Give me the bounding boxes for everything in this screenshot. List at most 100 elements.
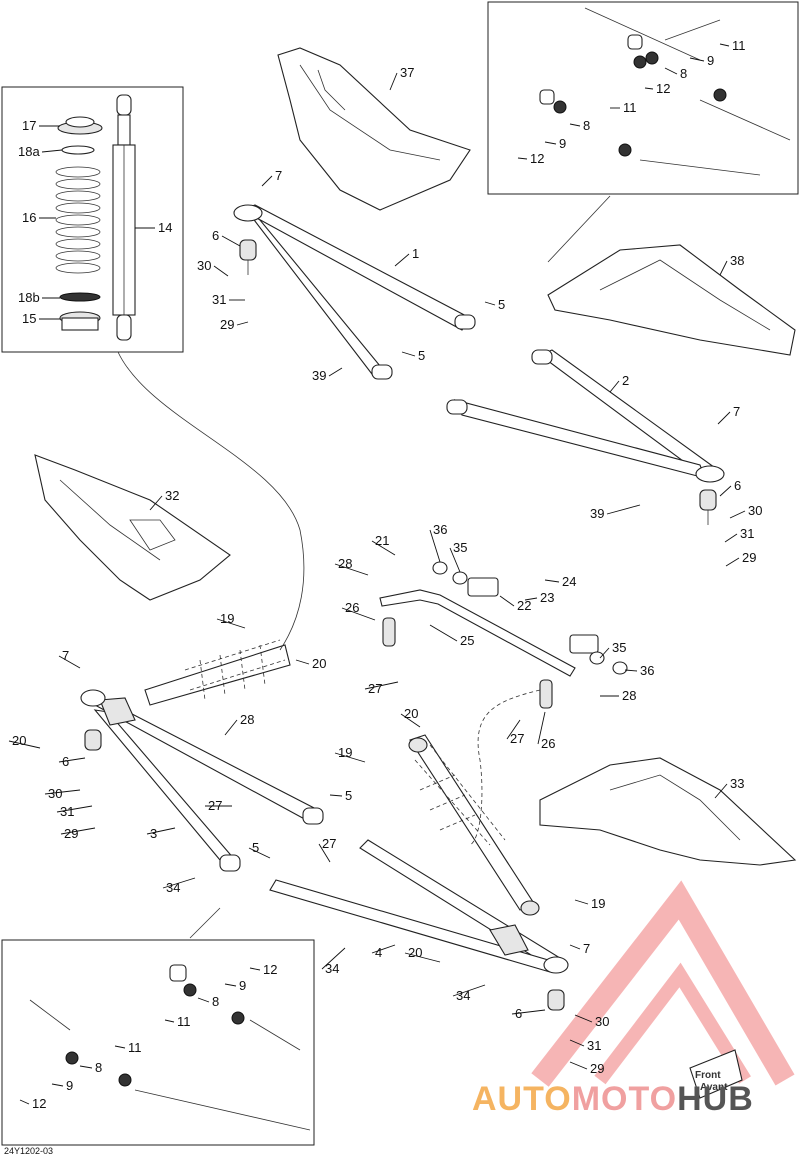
- part-label-26a: 26: [345, 600, 359, 615]
- part-label-34b: 34: [325, 961, 339, 976]
- part-label-6a: 6: [212, 228, 219, 243]
- leader-line-31d: [569, 1039, 585, 1047]
- leader-line-39b: [606, 504, 641, 515]
- part-label-26b: 26: [541, 736, 555, 751]
- spacer-18b: [59, 292, 101, 302]
- part-label-12d: 12: [32, 1096, 46, 1111]
- retainer-18a: [61, 145, 95, 155]
- leader-line-24: [544, 579, 560, 583]
- part-label-19c: 19: [591, 896, 605, 911]
- leader-line-30b: [729, 510, 746, 519]
- spring-seat-17: [57, 116, 103, 135]
- part-label-9d: 9: [66, 1078, 73, 1093]
- part-label-29d: 29: [590, 1061, 604, 1076]
- leader-line-32: [149, 495, 163, 511]
- leader-line-30c: [44, 789, 81, 795]
- leader-line-12b: [517, 157, 528, 160]
- leader-line-5a: [484, 301, 496, 306]
- leader-line-12c: [249, 967, 261, 971]
- part-label-23: 23: [540, 590, 554, 605]
- leader-line-36b: [624, 669, 638, 672]
- sway-bar-link-26-a: [382, 617, 396, 647]
- part-label-20a: 20: [312, 656, 326, 671]
- leader-line-7a: [261, 175, 273, 187]
- leader-line-7d: [569, 944, 581, 950]
- bushing-assembly-bottom: [29, 964, 311, 1131]
- part-label-8b: 8: [583, 118, 590, 133]
- part-label-34c: 34: [456, 988, 470, 1003]
- leader-line-19c: [574, 899, 589, 905]
- front-label-fr: Avant: [700, 1082, 728, 1093]
- part-label-11d: 11: [128, 1040, 142, 1055]
- leader-line-29a: [236, 321, 249, 326]
- part-label-22: 22: [517, 598, 531, 613]
- guard-37: [277, 47, 471, 211]
- leader-line-9a: [689, 57, 705, 62]
- connector-line-bottom-box: [189, 907, 221, 939]
- part-label-19a: 19: [220, 611, 234, 626]
- leader-line-19a: [216, 618, 246, 629]
- part-label-30d: 30: [595, 1014, 609, 1029]
- part-label-37: 37: [400, 65, 414, 80]
- part-label-7d: 7: [583, 941, 590, 956]
- leader-line-30a: [213, 265, 229, 277]
- part-label-20c: 20: [12, 733, 26, 748]
- leader-line-21: [371, 540, 396, 556]
- part-label-6c: 6: [62, 754, 69, 769]
- part-label-16: 16: [22, 210, 36, 225]
- leader-line-22: [499, 595, 515, 607]
- part-label-25: 25: [460, 633, 474, 648]
- front-shock-left: [144, 639, 291, 706]
- leader-line-6d: [511, 1009, 546, 1015]
- part-label-9a: 9: [707, 53, 714, 68]
- part-label-30b: 30: [748, 503, 762, 518]
- bushing-detail-box-bottom: [1, 939, 315, 1146]
- part-label-8a: 8: [680, 66, 687, 81]
- leader-line-35b: [599, 647, 610, 659]
- adjuster-15: [59, 311, 101, 331]
- part-label-5a: 5: [498, 297, 505, 312]
- part-label-28b: 28: [622, 688, 636, 703]
- part-label-20d: 20: [408, 945, 422, 960]
- leader-line-18a: [41, 149, 63, 153]
- leader-line-5b: [401, 351, 416, 357]
- leader-line-11d: [114, 1045, 126, 1049]
- leader-line-6b: [719, 485, 732, 497]
- part-label-31b: 31: [740, 526, 754, 541]
- part-label-11b: 11: [623, 100, 637, 115]
- part-label-4: 4: [375, 945, 382, 960]
- part-label-33: 33: [730, 776, 744, 791]
- shock-absorber-14: [112, 94, 136, 341]
- front-label: Front: [695, 1070, 721, 1081]
- ball-joint-6-c: [80, 689, 106, 751]
- leader-line-27a: [364, 681, 399, 690]
- leader-line-3: [146, 827, 176, 835]
- part-label-31d: 31: [587, 1038, 601, 1053]
- leader-line-4: [371, 944, 396, 954]
- connector-line-top-box: [547, 195, 611, 263]
- part-label-38: 38: [730, 253, 744, 268]
- leader-line-8c: [197, 997, 210, 1003]
- part-label-29b: 29: [742, 550, 756, 565]
- ball-joint-6-b: [699, 489, 717, 525]
- leader-line-8a: [664, 67, 678, 75]
- diagram-code: 24Y1202-03: [4, 1146, 53, 1156]
- leader-line-6a: [221, 235, 241, 247]
- leader-line-27d: [318, 843, 331, 863]
- leader-line-11c: [164, 1019, 175, 1023]
- leader-line-2: [609, 380, 620, 393]
- leader-line-34c: [452, 984, 486, 997]
- leader-line-29b: [725, 557, 740, 567]
- part-label-21: 21: [375, 533, 389, 548]
- leader-line-11a: [719, 43, 730, 47]
- shock-detail-box: [1, 86, 184, 353]
- upper-a-arm-1: [233, 204, 476, 380]
- leader-line-26a: [341, 607, 376, 621]
- part-label-1: 1: [412, 246, 419, 261]
- leader-line-35a: [449, 547, 461, 573]
- part-label-12a: 12: [656, 81, 670, 96]
- leader-line-7b: [717, 411, 731, 425]
- coil-spring-16: [55, 166, 101, 274]
- part-label-7b: 7: [733, 404, 740, 419]
- leader-line-27b: [506, 719, 521, 740]
